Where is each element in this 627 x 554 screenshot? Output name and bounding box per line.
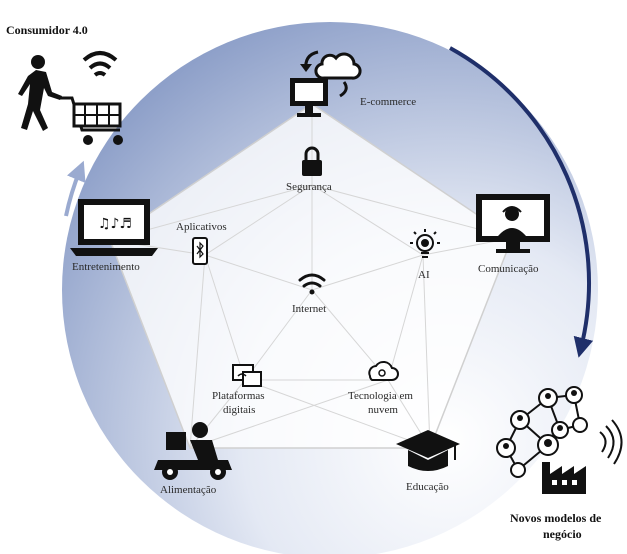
new-models-label-line1: Novos modelos de (510, 511, 602, 525)
inner-spokes (204, 185, 424, 381)
svg-text:♫♪♬: ♫♪♬ (98, 216, 132, 232)
cycle-arrow-left (64, 160, 86, 217)
digital-platform-icon (232, 364, 262, 387)
cloud-sync-icon (368, 361, 399, 381)
graduation-cap-icon (396, 430, 460, 471)
wifi-icon (298, 273, 326, 295)
outer-node-educacao-label: Educação (406, 481, 449, 493)
shopper-cart-icon (18, 51, 123, 145)
outer-node-alimentacao-label: Alimentação (160, 484, 217, 496)
inner-node-plataformas-label-line1: Plataformas (212, 390, 265, 402)
inner-node-tecnologia-label-line1: Tecnologia em (348, 390, 413, 402)
inner-node-ai-label: AI (418, 269, 430, 281)
lightbulb-gear-icon (410, 229, 440, 258)
smartphone-bluetooth-icon (192, 237, 208, 265)
laptop-music-icon: ♫♪♬ (70, 199, 158, 256)
delivery-scooter-icon (154, 422, 232, 480)
business-network-factory-icon (496, 386, 623, 494)
inner-node-seguranca-label: Segurança (286, 181, 332, 193)
inner-node-plataformas-label-line2: digitais (223, 404, 255, 416)
video-call-monitor-icon (476, 194, 550, 253)
outer-connectors (109, 104, 513, 449)
new-models-label-line2: negócio (543, 527, 582, 541)
inner-node-tecnologia-label-line2: nuvem (368, 404, 398, 416)
inner-pentagon (204, 184, 424, 381)
outer-node-comunicacao-label: Comunicação (478, 263, 539, 275)
cycle-arrow-right (449, 46, 594, 358)
inner-node-aplicativos-label: Aplicativos (176, 221, 227, 233)
padlock-icon (302, 146, 322, 176)
outer-node-ecommerce-label: E-commerce (360, 96, 416, 108)
outer-node-entretenimento-label: Entretenimento (72, 261, 140, 273)
title: Consumidor 4.0 (6, 23, 88, 37)
computer-cloud-sync-icon (290, 50, 362, 117)
center-node-label: Internet (292, 303, 326, 315)
